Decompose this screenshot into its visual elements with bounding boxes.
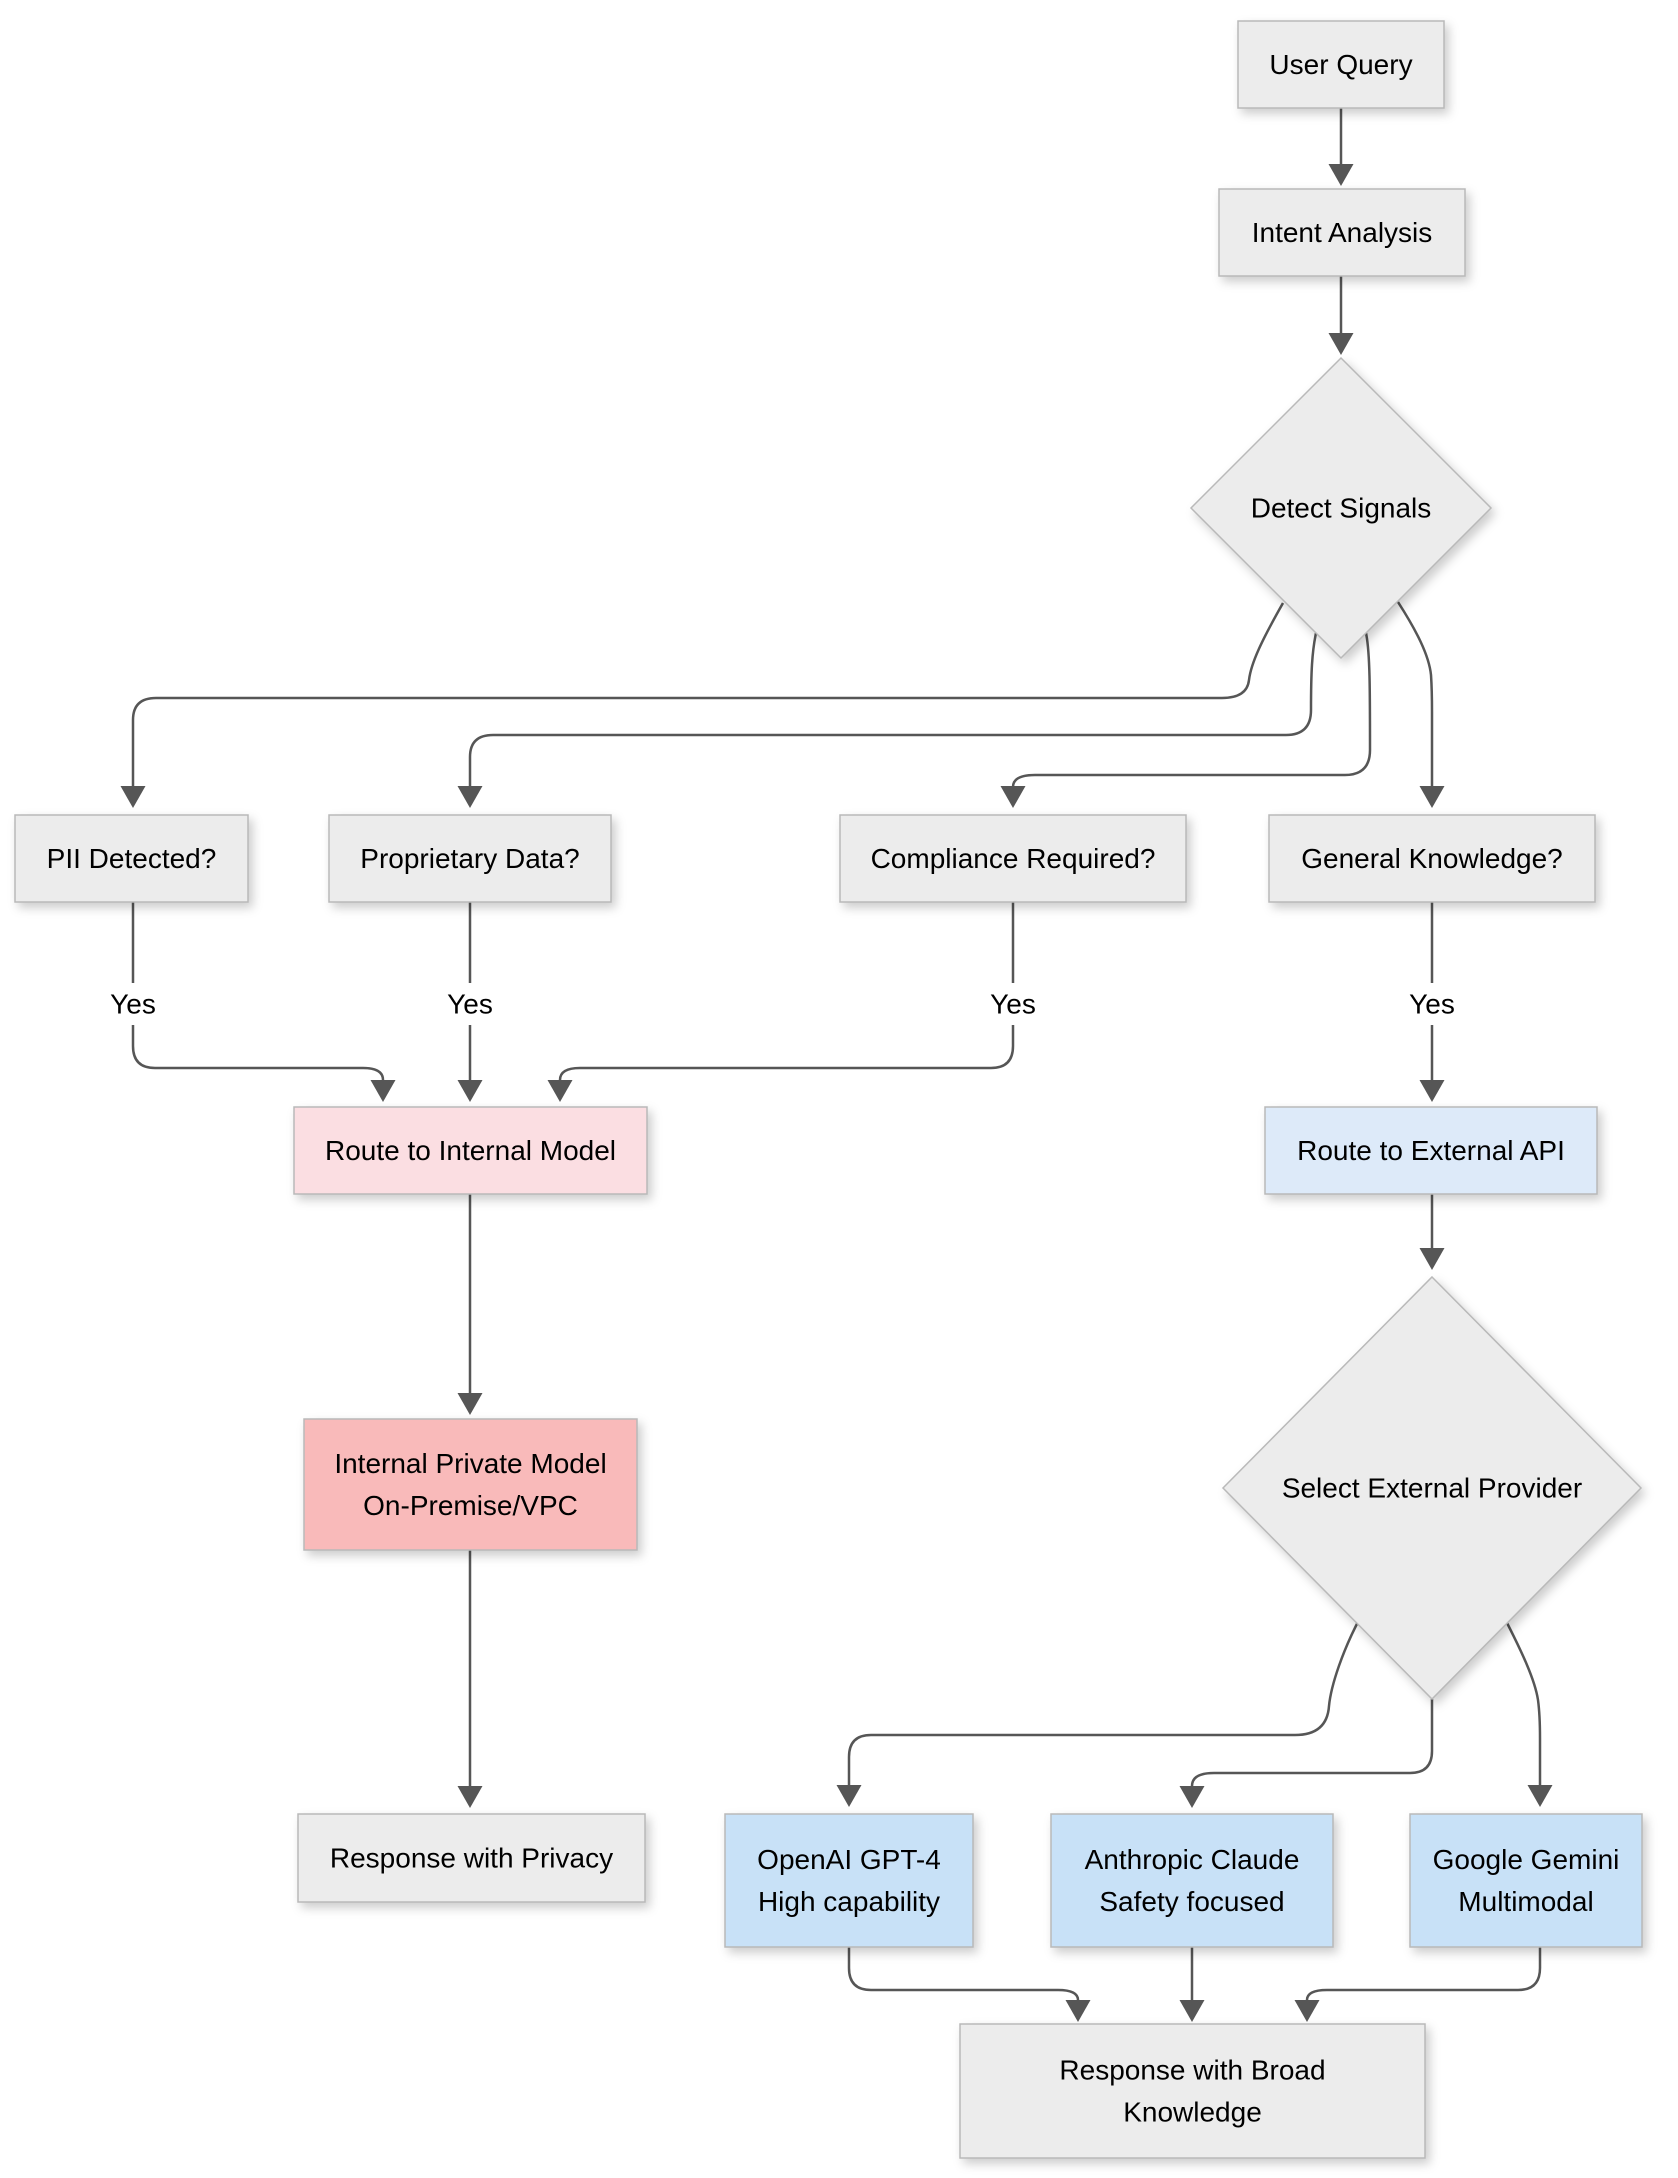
svg-text:Yes: Yes — [1409, 989, 1455, 1020]
svg-text:Google Gemini: Google Gemini — [1433, 1844, 1620, 1875]
svg-text:Compliance Required?: Compliance Required? — [871, 843, 1156, 874]
svg-text:Response with Privacy: Response with Privacy — [330, 1843, 613, 1874]
svg-text:Yes: Yes — [990, 989, 1036, 1020]
svg-text:Select External Provider: Select External Provider — [1282, 1473, 1582, 1504]
svg-text:Internal Private Model: Internal Private Model — [334, 1448, 606, 1479]
svg-text:Yes: Yes — [110, 989, 156, 1020]
svg-text:Proprietary Data?: Proprietary Data? — [360, 843, 579, 874]
svg-text:Yes: Yes — [447, 989, 493, 1020]
svg-text:Multimodal: Multimodal — [1458, 1886, 1593, 1917]
svg-text:High capability: High capability — [758, 1886, 940, 1917]
svg-text:On-Premise/VPC: On-Premise/VPC — [363, 1490, 578, 1521]
svg-text:Anthropic Claude: Anthropic Claude — [1085, 1844, 1300, 1875]
svg-text:Safety focused: Safety focused — [1099, 1886, 1284, 1917]
svg-text:Response with Broad: Response with Broad — [1059, 2055, 1325, 2086]
svg-text:Detect Signals: Detect Signals — [1251, 493, 1432, 524]
svg-text:General Knowledge?: General Knowledge? — [1301, 843, 1563, 874]
svg-text:PII Detected?: PII Detected? — [47, 843, 217, 874]
svg-text:Route to External API: Route to External API — [1297, 1135, 1565, 1166]
svg-text:Intent Analysis: Intent Analysis — [1252, 217, 1433, 248]
svg-text:Knowledge: Knowledge — [1123, 2097, 1262, 2128]
svg-text:Route to Internal Model: Route to Internal Model — [325, 1135, 616, 1166]
svg-text:OpenAI GPT-4: OpenAI GPT-4 — [757, 1844, 941, 1875]
svg-text:User Query: User Query — [1269, 49, 1412, 80]
